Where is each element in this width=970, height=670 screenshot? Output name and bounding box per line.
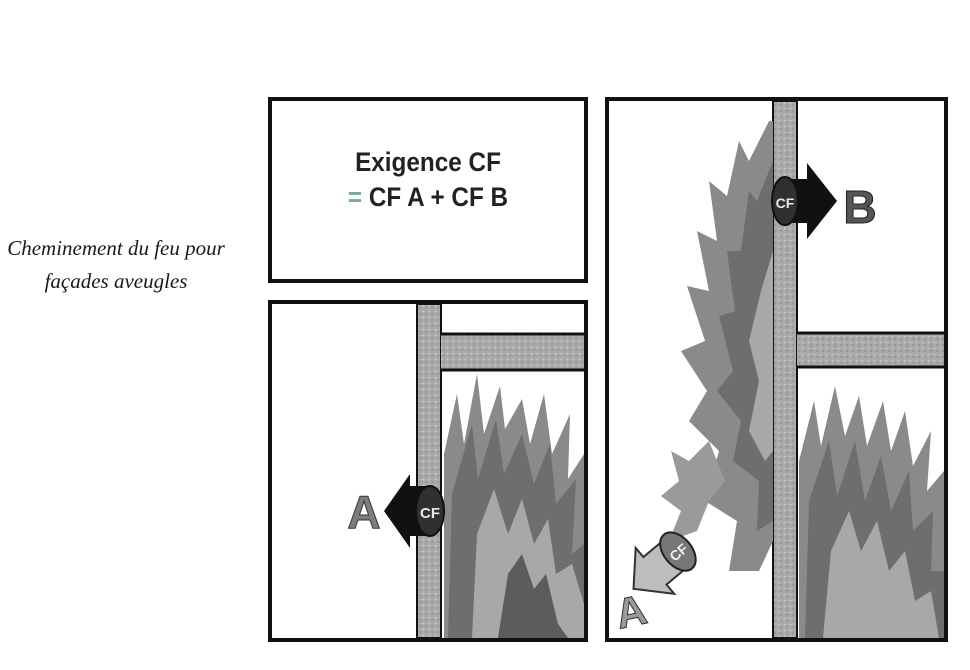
equals-sign: =: [347, 182, 363, 212]
vertical-wall: [416, 304, 442, 638]
cf-arrow-a-diagonal: CF: [632, 531, 697, 596]
formula-title: Exigence CF: [355, 147, 501, 177]
flame-plume: [661, 121, 773, 571]
flames: [799, 386, 944, 638]
cf-arrow-a: CF: [384, 474, 445, 548]
diagram-caption: Cheminement du feu pour façades aveugles: [0, 232, 232, 298]
requirement-formula: Exigence CF = CF A + CF B: [272, 145, 584, 215]
letter-b: B: [843, 181, 876, 233]
caption-line-2: façades aveugles: [44, 269, 188, 293]
horizontal-spread-panel: CF A: [268, 300, 588, 642]
formula-sum: CF A + CF B: [362, 182, 509, 212]
cf-label-a: CF: [420, 505, 440, 522]
floor-slab: [441, 334, 584, 370]
cf-arrow-b: CF: [771, 163, 837, 239]
vertical-spread-panel: CF B CF A: [605, 97, 948, 642]
caption-line-1: Cheminement du feu pour: [7, 236, 225, 260]
vertical-spread-figure: CF B CF A: [611, 101, 944, 638]
formula-equation: = CF A + CF B: [288, 179, 569, 215]
cf-label-b: CF: [776, 195, 795, 211]
floor-slab: [797, 333, 944, 367]
flames: [444, 374, 584, 638]
letter-a-right: A: [611, 585, 650, 637]
formula-panel: Exigence CF = CF A + CF B: [268, 97, 588, 283]
horizontal-spread-figure: CF A: [347, 304, 584, 638]
letter-a-left: A: [347, 486, 380, 538]
